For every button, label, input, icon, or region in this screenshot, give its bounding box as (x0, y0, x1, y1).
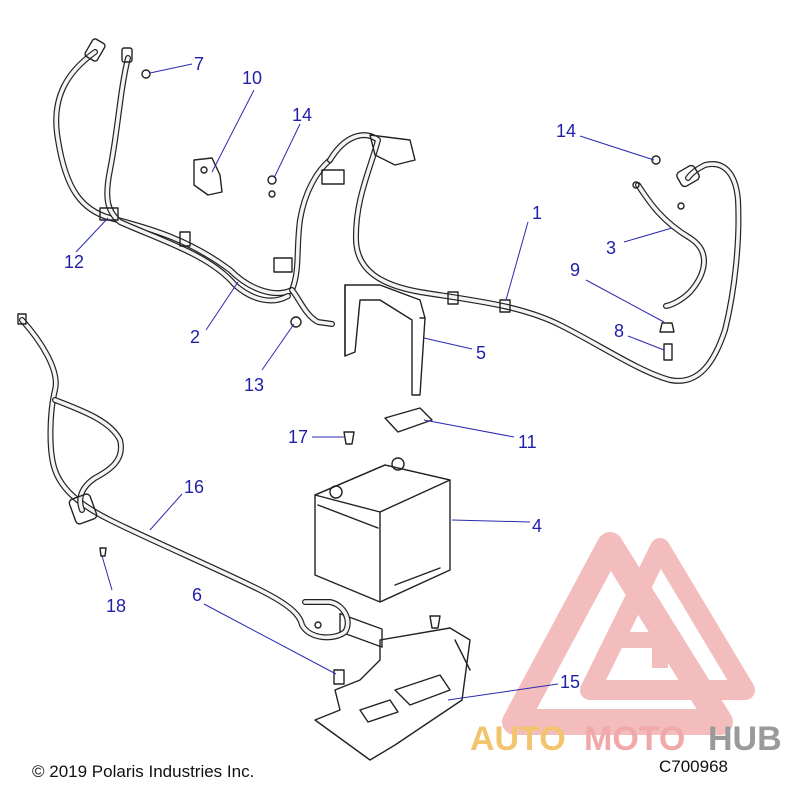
callout-14-left: 14 (292, 105, 312, 125)
callout-2: 2 (190, 327, 200, 347)
callout-8: 8 (614, 321, 624, 341)
harness-upper-left (53, 38, 335, 328)
hold-down-bracket (344, 284, 426, 396)
watermark-text-auto: AUTO (470, 720, 566, 758)
callout-7: 7 (194, 54, 204, 74)
callout-11: 11 (518, 432, 537, 452)
watermark-text: AUTO MOTO HUB (470, 720, 782, 758)
figure-number: C700968 (659, 757, 729, 776)
pad (384, 407, 433, 433)
callout-17: 17 (288, 427, 308, 447)
callout-9: 9 (570, 260, 580, 280)
short-cable (632, 181, 707, 309)
battery-tray (314, 627, 471, 761)
watermark-logo (502, 532, 755, 735)
callout-1: 1 (532, 203, 542, 223)
callout-10: 10 (242, 68, 262, 88)
leader-lines (75, 63, 673, 701)
copyright-text: © 2019 Polaris Industries Inc. (32, 762, 255, 781)
callout-14-right: 14 (556, 121, 576, 141)
callout-3: 3 (606, 238, 616, 258)
watermark-text-hub: HUB (708, 720, 782, 758)
callouts: 1 2 3 4 5 6 7 8 9 10 11 12 13 14 14 15 1… (64, 54, 624, 692)
main-cable (321, 132, 742, 384)
watermark-text-moto: MOTO (584, 720, 685, 758)
callout-6: 6 (192, 585, 202, 605)
callout-13: 13 (244, 375, 264, 395)
harness-lower-left (17, 313, 351, 641)
callout-5: 5 (476, 343, 486, 363)
bracket-10 (193, 157, 223, 196)
callout-12: 12 (64, 252, 84, 272)
battery (314, 457, 451, 648)
callout-15: 15 (560, 672, 580, 692)
callout-18: 18 (106, 596, 126, 616)
callout-16: 16 (184, 477, 204, 497)
fasteners (99, 69, 685, 685)
callout-4: 4 (532, 516, 542, 536)
